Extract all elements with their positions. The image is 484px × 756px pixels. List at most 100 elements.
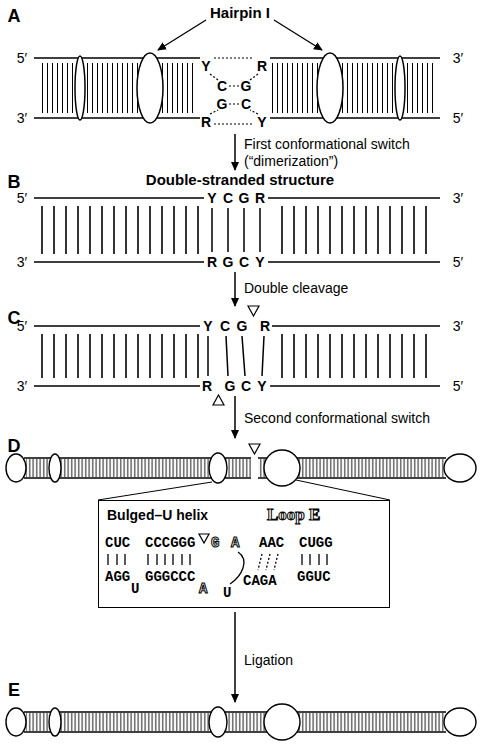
text-label: 3′ — [453, 190, 463, 206]
nucleotide-label: R — [201, 114, 211, 130]
drawing-part — [207, 336, 209, 376]
drawing-part — [34, 197, 204, 199]
drawing-part — [234, 134, 236, 170]
drawing-part — [24, 731, 446, 732]
drawing-part — [243, 208, 245, 252]
nucleotide-label: Y — [201, 58, 210, 74]
panel-letter: A — [8, 6, 21, 27]
nucleotide-label: R — [202, 378, 212, 394]
base-pair-ticks — [108, 534, 327, 584]
drawing-part — [274, 20, 322, 50]
drawing-part — [301, 554, 302, 565]
drawing-part — [158, 20, 206, 50]
nucleotide-label: G — [217, 96, 228, 112]
nucleotide-label: G — [225, 378, 236, 394]
drawing-part — [214, 57, 254, 58]
nucleotide-label: Y — [255, 254, 264, 270]
heading-label: Hairpin I — [210, 4, 270, 21]
sequence-text: AGG — [105, 569, 130, 585]
drawing-part — [34, 325, 200, 327]
drawing-part — [274, 554, 278, 570]
folded-ribozyme — [6, 444, 476, 500]
sequence-text: CCCGGG — [145, 535, 195, 551]
sequence-text: AAC — [259, 535, 284, 551]
drawing-part — [24, 711, 446, 712]
pointer-arrow — [158, 20, 322, 50]
drawing-part — [317, 53, 343, 123]
drawing-part — [242, 336, 245, 376]
drawing-part — [124, 554, 125, 565]
nucleotide-label: R — [260, 318, 270, 334]
nucleotide-label: C — [239, 254, 249, 270]
drawing-part — [258, 554, 262, 570]
nucleotide-label: C — [217, 78, 227, 94]
drawing-part — [230, 552, 244, 584]
sequence-text: G — [211, 535, 219, 551]
drawing-part — [270, 385, 440, 387]
sequence-text: U — [131, 581, 139, 597]
drawing-part — [34, 117, 200, 119]
text-label: 3′ — [453, 50, 463, 66]
drawing-part — [98, 482, 212, 500]
drawing-part — [229, 103, 239, 104]
text-label: 5′ — [17, 318, 27, 334]
inset-box: Bulged–U helixLoop ECUCCCCGGGGAAACCUGGAG… — [98, 500, 390, 608]
drawing-part — [250, 110, 258, 114]
drawing-part — [234, 612, 236, 702]
drawing-part — [34, 57, 200, 59]
text-label: 5′ — [17, 190, 27, 206]
nucleotide-label: C — [241, 96, 251, 112]
drawing-part — [26, 713, 444, 731]
region-label: Loop E — [267, 505, 320, 525]
drawing-part — [268, 261, 440, 263]
drawing-part — [226, 336, 228, 376]
panel-letter: B — [8, 172, 21, 193]
text-label: 5′ — [453, 110, 463, 126]
nucleotide-label: Y — [257, 114, 266, 130]
drawing-part — [296, 480, 390, 500]
nucleotide-label: G — [223, 254, 234, 270]
panel-letter: E — [8, 680, 20, 701]
drawing-part — [234, 272, 236, 306]
drawing-part — [156, 554, 157, 565]
sequence-text: CUC — [105, 535, 130, 551]
nucleotide-label: R — [257, 58, 267, 74]
drawing-part — [213, 395, 224, 405]
double-strand — [34, 198, 440, 262]
drawing-part — [268, 197, 440, 199]
drawing-part — [395, 56, 405, 120]
cleaved-strand — [34, 306, 440, 405]
drawing-part — [272, 63, 436, 113]
nucleotide-label: Y — [203, 318, 212, 334]
drawing-part — [6, 454, 26, 482]
drawing-part — [326, 554, 327, 565]
panel-letter: D — [8, 436, 21, 457]
drawing-part — [264, 704, 300, 740]
nucleotide-label: C — [241, 378, 251, 394]
step-arrow — [234, 134, 236, 702]
text-label: (“dimerization”) — [244, 153, 338, 169]
drawing-part — [116, 554, 117, 565]
nucleotide-label: G — [239, 190, 250, 206]
drawing-part — [210, 58, 258, 124]
drawing-part — [6, 708, 26, 736]
text-label: Double cleavage — [244, 280, 348, 296]
drawing-part — [75, 56, 85, 120]
nucleotide-label: Y — [257, 378, 266, 394]
drawing-part — [234, 396, 236, 438]
drawing-part — [270, 57, 440, 59]
drawing-part — [164, 554, 165, 565]
nucleotide-label: G — [237, 318, 248, 334]
text-label: 3′ — [17, 254, 27, 270]
drawing-part — [214, 123, 254, 124]
drawing-part — [172, 554, 173, 565]
drawing-part — [24, 457, 446, 458]
drawing-part — [40, 206, 200, 254]
drawing-part — [309, 554, 310, 565]
drawing-part — [210, 74, 218, 80]
drawing-part — [34, 385, 200, 387]
sequence-text: GGGCCC — [145, 569, 195, 585]
drawing-part — [264, 450, 300, 486]
text-label: 5′ — [17, 50, 27, 66]
